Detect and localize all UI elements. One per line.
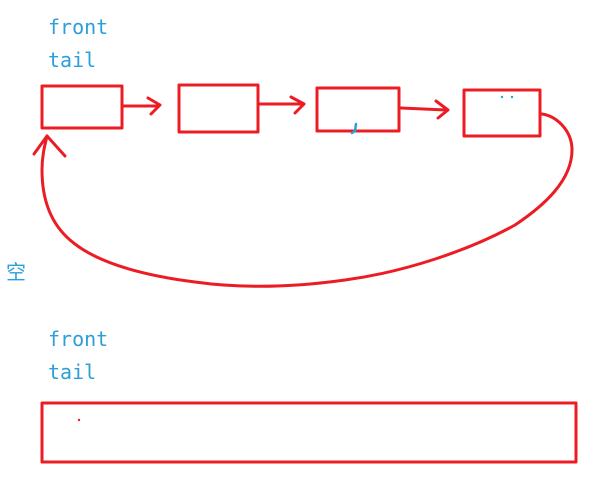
blue-dot-mark-1 — [500, 95, 504, 99]
tail-label-empty: tail — [48, 360, 97, 384]
loop-back-arrow — [40, 112, 574, 288]
empty-caption: 空 — [6, 260, 26, 284]
blue-tick-mark — [350, 122, 358, 135]
queue-node-4 — [462, 88, 542, 138]
front-label-top: front — [48, 15, 109, 39]
arrow-3-to-4 — [399, 99, 450, 120]
queue-node-2 — [177, 83, 260, 134]
queue-node-1 — [40, 84, 124, 130]
red-dot-mark — [77, 418, 81, 422]
blue-dot-mark-2 — [510, 95, 514, 99]
loop-arrow-head — [32, 134, 67, 158]
front-label-empty: front — [48, 327, 109, 351]
tail-label-top: tail — [48, 48, 97, 72]
queue-node-3 — [315, 86, 401, 133]
empty-queue-box — [40, 401, 578, 464]
arrow-2-to-3 — [258, 95, 306, 115]
arrow-1-to-2 — [122, 96, 162, 116]
